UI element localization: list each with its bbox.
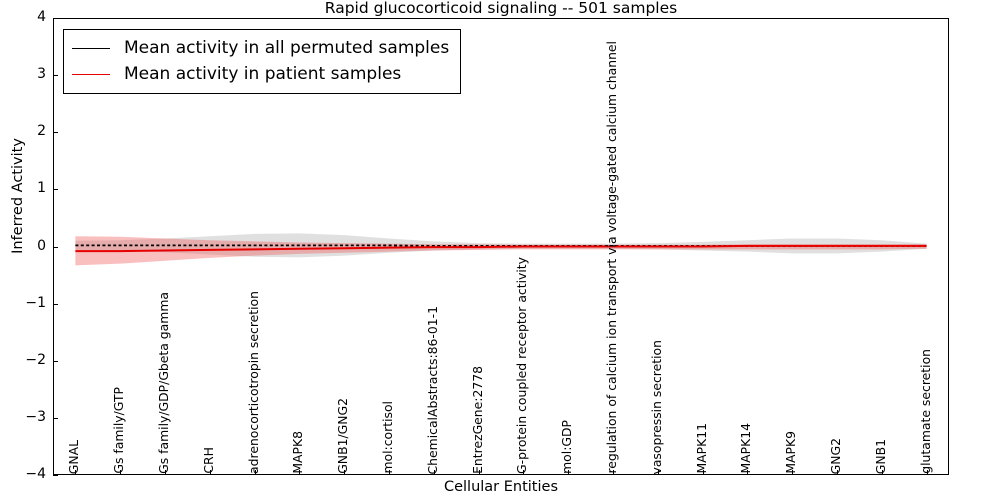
x-tick-label: glutamate secretion bbox=[917, 349, 933, 474]
x-tick-mark bbox=[165, 470, 166, 475]
series-lines bbox=[75, 244, 927, 253]
y-tick-mark bbox=[53, 75, 58, 77]
x-tick-mark bbox=[389, 470, 390, 475]
permuted-confidence-band bbox=[75, 233, 927, 258]
x-tick-label: MAPK11 bbox=[693, 423, 709, 474]
y-tick-label: −2 bbox=[25, 351, 46, 368]
x-tick-mark bbox=[120, 470, 122, 475]
legend-item-permuted: Mean activity in all permuted samples bbox=[72, 35, 449, 61]
x-tick-label: ChemicalAbstracts:86-01-1 bbox=[424, 305, 440, 475]
x-tick-label: GNB1 bbox=[872, 438, 888, 474]
x-axis-label: Cellular Entities bbox=[443, 479, 559, 495]
x-tick-label: GNAL bbox=[66, 439, 82, 474]
x-tick-label: mol:GDP bbox=[559, 420, 575, 474]
x-tick-label: regulation of calcium ion transport via … bbox=[604, 41, 619, 474]
y-tick-mark bbox=[53, 132, 58, 134]
x-tick-mark bbox=[523, 470, 525, 475]
y-tick-label: −4 bbox=[25, 466, 46, 482]
x-tick-label: MAPK8 bbox=[290, 431, 306, 474]
y-tick-label: 3 bbox=[37, 66, 46, 83]
legend-label-patient: Mean activity in patient samples bbox=[124, 64, 402, 84]
y-tick-mark bbox=[53, 475, 58, 476]
x-tick-label: vasopressin secretion bbox=[648, 339, 664, 475]
data-layer bbox=[53, 18, 949, 475]
x-tick-label: MAPK14 bbox=[738, 423, 754, 474]
series-svg bbox=[75, 233, 927, 266]
patient-confidence-band bbox=[75, 236, 927, 266]
x-tick-mark bbox=[926, 470, 928, 475]
y-tick-mark bbox=[53, 360, 58, 362]
chart-legend: Mean activity in all permuted samples Me… bbox=[63, 29, 462, 94]
x-tick-mark bbox=[881, 470, 883, 475]
x-tick-mark bbox=[657, 470, 659, 475]
y-tick-label: −1 bbox=[25, 294, 46, 311]
x-tick-label: adrenocorticotropin secretion bbox=[245, 291, 261, 474]
legend-item-patient: Mean activity in patient samples bbox=[72, 61, 449, 87]
legend-label-permuted: Mean activity in all permuted samples bbox=[124, 38, 450, 58]
y-tick-mark bbox=[53, 18, 58, 19]
y-tick-label: 2 bbox=[37, 123, 46, 140]
x-tick-label: G-protein coupled receptor activity bbox=[514, 257, 530, 474]
x-tick-mark bbox=[209, 470, 211, 475]
x-tick-mark bbox=[568, 470, 570, 475]
patient-mean-line bbox=[75, 244, 927, 253]
y-tick-mark bbox=[53, 303, 58, 305]
y-tick-label: 4 bbox=[37, 9, 46, 25]
y-tick-label: 0 bbox=[37, 237, 46, 254]
chart-title: Rapid glucocorticoid signaling -- 501 sa… bbox=[324, 0, 678, 17]
x-tick-mark bbox=[344, 470, 346, 475]
x-tick-mark bbox=[299, 470, 301, 475]
x-tick-mark bbox=[75, 470, 77, 475]
x-tick-mark bbox=[433, 470, 435, 475]
x-tick-mark bbox=[792, 470, 794, 475]
x-tick-label: GNB1/GNG2 bbox=[335, 398, 351, 474]
confidence-bands bbox=[75, 233, 927, 266]
x-tick-mark bbox=[478, 470, 480, 475]
x-tick-label: MAPK9 bbox=[783, 431, 799, 474]
legend-line-swatch-red bbox=[72, 73, 110, 75]
x-tick-label: mol:cortisol bbox=[380, 401, 395, 474]
x-tick-label: Gs family/GTP bbox=[111, 387, 127, 474]
x-tick-mark bbox=[254, 470, 256, 475]
x-tick-label: GNG2 bbox=[828, 437, 843, 474]
x-tick-mark bbox=[837, 470, 838, 475]
x-tick-label: CRH bbox=[200, 447, 216, 474]
y-tick-mark bbox=[53, 417, 58, 419]
y-tick-label: 1 bbox=[37, 180, 46, 197]
x-tick-mark bbox=[702, 470, 704, 475]
x-tick-label: Gs family/GDP/Gbeta gamma bbox=[156, 292, 171, 474]
y-tick-mark bbox=[53, 246, 58, 248]
x-tick-mark bbox=[613, 470, 614, 475]
y-tick-label: −3 bbox=[25, 408, 46, 425]
legend-line-swatch-black bbox=[72, 47, 110, 49]
x-tick-label: EntrezGene:2778 bbox=[469, 366, 485, 474]
x-tick-mark bbox=[747, 470, 749, 475]
y-tick-mark bbox=[53, 189, 58, 191]
